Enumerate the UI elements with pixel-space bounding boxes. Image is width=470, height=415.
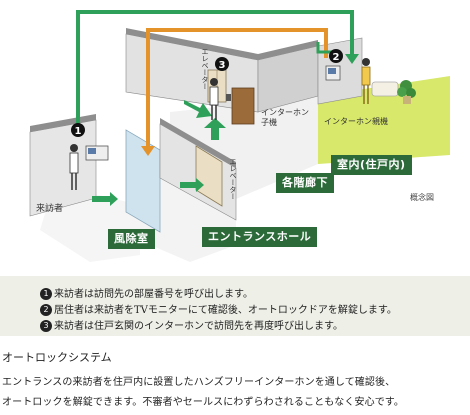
auto-lock-concept-diagram: 1 2 3 室内(住戸内) 各階廊下 エントランスホール 風除室 来訪者 インタ… xyxy=(29,10,450,262)
entry-door xyxy=(231,87,255,125)
move-arrow-4 xyxy=(184,100,212,118)
step-1-text: 来訪者は訪問先の部屋番号を呼び出します。 xyxy=(54,289,253,300)
visitor-figure-3 xyxy=(209,78,219,120)
upper-wall-top xyxy=(126,28,258,60)
elevator-door-lower xyxy=(195,145,223,207)
concept-diagram-label: 概念図 xyxy=(410,193,434,202)
description-line-1: エントランスの来訪者を住戸内に設置したハンズフリーインターホンを通して確認後、 xyxy=(2,377,396,388)
move-arrow-2 xyxy=(180,178,204,192)
vestibule-label: 風除室 xyxy=(108,229,155,249)
marker-1-label: 1 xyxy=(75,126,82,137)
description-line-2: オートロックを解錠できます。不審者やセールスにわずらわされることもなく安心です。 xyxy=(2,397,404,408)
entrance-hall-label: エントランスホール xyxy=(202,227,318,247)
elevator-lower-label: エレベーター xyxy=(229,158,237,200)
marker-3 xyxy=(215,57,229,71)
visitor-label: 来訪者 xyxy=(36,204,64,214)
corridor-label: 各階廊下 xyxy=(276,173,334,193)
step-1-number: 1 xyxy=(40,288,52,300)
move-arrow-3 xyxy=(204,118,226,140)
section-title: オートロックシステム xyxy=(2,351,112,364)
intercom-sub-unit xyxy=(226,94,231,101)
steps-box xyxy=(0,276,470,336)
hall-wall-top xyxy=(160,118,236,168)
room-label: 室内(住戸内) xyxy=(331,155,412,175)
visitor-figure-1 xyxy=(69,144,79,190)
move-arrow-1 xyxy=(92,192,118,206)
unlock-path-orange xyxy=(146,28,328,150)
elevator-upper-label: エレベーター xyxy=(201,48,209,90)
plant xyxy=(397,80,416,104)
step-2-text: 居住者は来訪者をTVモニターにて確認後、オートロックドアを解錠します。 xyxy=(54,305,397,316)
resident-figure xyxy=(361,58,371,104)
call-path-green xyxy=(76,10,354,130)
intercom-sub-label-2: 子機 xyxy=(261,118,277,127)
step-3-number: 3 xyxy=(40,320,52,332)
sofa xyxy=(371,81,399,97)
step-2-number: 2 xyxy=(40,304,52,316)
marker-1 xyxy=(71,123,85,137)
intercom-sub-label: インターホン xyxy=(261,108,309,117)
marker-2-label: 2 xyxy=(333,52,340,63)
corridor-right-wall-top xyxy=(258,40,318,60)
marker-3-label: 3 xyxy=(219,60,226,71)
intercom-main-label: インターホン親機 xyxy=(324,117,388,126)
step-3-text: 来訪者は住戸玄関のインターホンで訪問先を再度呼び出します。 xyxy=(54,321,343,332)
marker-2 xyxy=(329,49,343,63)
